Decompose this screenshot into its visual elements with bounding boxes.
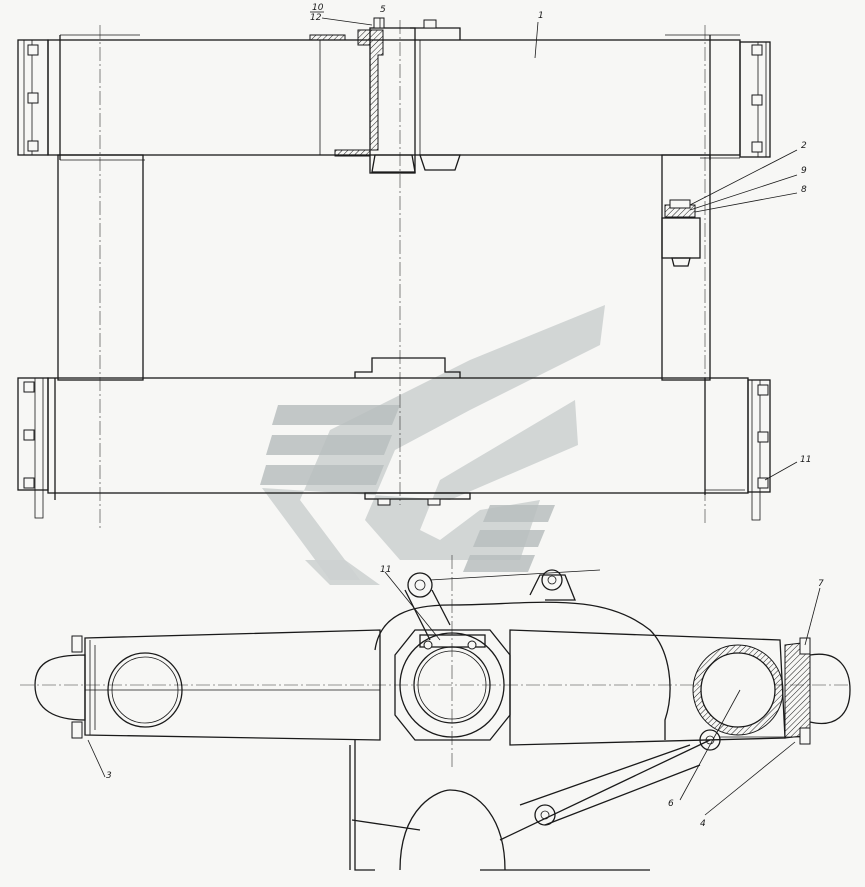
- lower-bolts: [23, 381, 769, 489]
- label-2: 2: [801, 141, 807, 151]
- label-1: 1: [538, 11, 544, 21]
- front-view: [20, 555, 851, 871]
- label-11-front: 11: [380, 565, 391, 575]
- label-frac-bottom: 12: [310, 13, 322, 23]
- side-rails: [57, 154, 711, 381]
- top-view: [17, 17, 771, 530]
- upper-bolts: [27, 44, 763, 153]
- label-frac-top: 10: [312, 3, 324, 13]
- watermark-logo: [260, 305, 605, 585]
- central-hub: [349, 569, 671, 871]
- lower-beam: [17, 357, 771, 521]
- bearing-block: [661, 199, 701, 267]
- label-9: 9: [801, 166, 807, 176]
- label-6: 6: [668, 799, 674, 809]
- label-11-top: 11: [800, 455, 811, 465]
- callout-labels: 1 10 12 5 2 9 8 11 11 7 3 6 4: [106, 3, 824, 829]
- upper-beam: [17, 34, 771, 161]
- central-pivot: [309, 17, 461, 174]
- label-4: 4: [700, 819, 706, 829]
- label-5: 5: [380, 5, 386, 15]
- bottom-arch: [351, 729, 721, 871]
- label-7: 7: [818, 579, 824, 589]
- label-8: 8: [801, 185, 807, 195]
- left-end-cap: [34, 635, 91, 739]
- right-tube: [692, 637, 851, 745]
- leader-lines: [87, 17, 821, 816]
- label-3: 3: [106, 771, 112, 781]
